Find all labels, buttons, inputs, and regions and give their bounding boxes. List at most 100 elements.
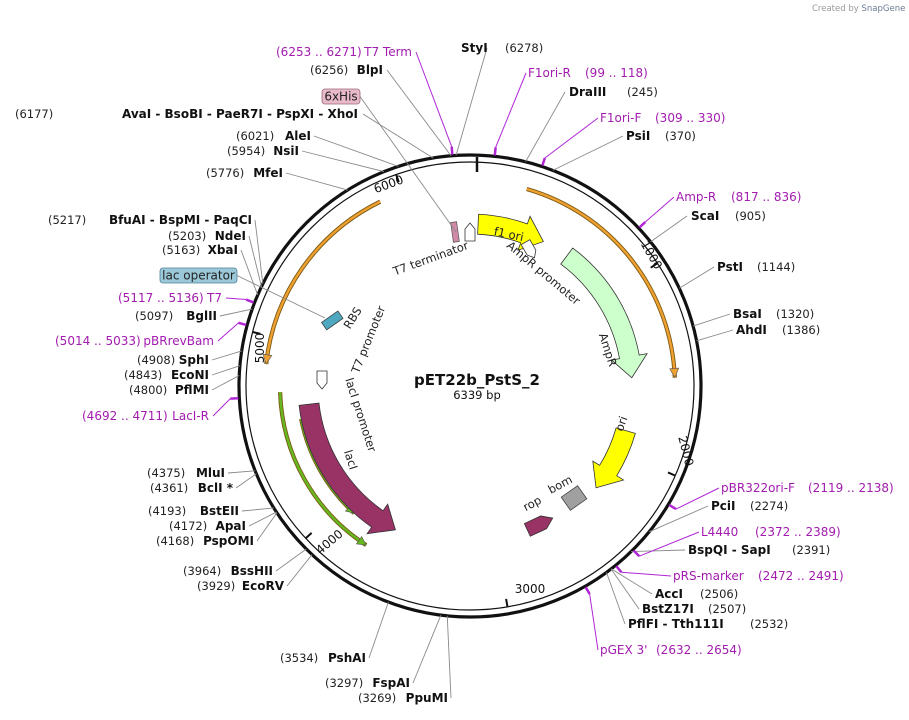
site-position: (4172) bbox=[169, 519, 207, 533]
site-leader bbox=[606, 572, 626, 625]
site-fspai[interactable]: FspAI(3297) bbox=[325, 676, 410, 690]
tag-leader bbox=[359, 96, 457, 233]
site-scai[interactable]: ScaI(905) bbox=[691, 209, 766, 223]
primer-mark bbox=[245, 298, 255, 304]
site-position: (2391) bbox=[792, 543, 830, 557]
primer-pbrrevbam[interactable]: pBRrevBam(5014 .. 5033) bbox=[55, 334, 214, 348]
site-position: (905) bbox=[735, 209, 766, 223]
primer-name: F1ori-F bbox=[600, 111, 641, 125]
site-position: (5163) bbox=[162, 243, 200, 257]
site-mlui[interactable]: MluI(4375) bbox=[147, 466, 225, 480]
primer-leader bbox=[217, 322, 239, 342]
tag-label: 6xHis bbox=[324, 90, 357, 104]
site-sphi[interactable]: SphI(4908) bbox=[137, 353, 209, 367]
site-styi[interactable]: StyI(6278) bbox=[461, 41, 543, 55]
primer-range: (4692 .. 4711) bbox=[82, 409, 168, 423]
site-leader bbox=[610, 568, 640, 610]
site-pflmi[interactable]: PflMI(4800) bbox=[129, 383, 209, 397]
primer-amp-r[interactable]: Amp-R(817 .. 836) bbox=[676, 190, 801, 204]
site-position: (245) bbox=[627, 85, 658, 99]
feature-arcs bbox=[262, 186, 680, 547]
site-position: (4361) bbox=[150, 481, 188, 495]
site-name: MfeI bbox=[253, 166, 283, 180]
site-xbai[interactable]: XbaI(5163) bbox=[162, 243, 238, 257]
site-leader bbox=[368, 601, 389, 659]
site-position: (4800) bbox=[129, 383, 167, 397]
bp-tick-2000 bbox=[505, 598, 509, 608]
primer-name: pBR322ori-F bbox=[721, 481, 795, 495]
primer-leader bbox=[589, 593, 599, 651]
site-ppumi[interactable]: PpuMI(3269) bbox=[358, 691, 448, 705]
site-leader bbox=[256, 512, 278, 542]
site-ahdi[interactable]: AhdI (1386) bbox=[736, 323, 820, 337]
site-name: AccI bbox=[655, 587, 683, 601]
site-avai-bsobi-paer7i-pspxi-xhoi[interactable]: AvaI - BsoBI - PaeR7I - PspXI - XhoI(617… bbox=[15, 107, 358, 121]
site-pflfi-tth111i[interactable]: PflFI - Tth111I(2532) bbox=[628, 617, 788, 631]
primer-t7[interactable]: T7(5117 .. 5136) bbox=[118, 291, 222, 305]
primer-mark bbox=[615, 565, 623, 574]
site-ndei[interactable]: NdeI(5203) bbox=[168, 229, 246, 243]
primer-f1ori-f[interactable]: F1ori-F(309 .. 330) bbox=[600, 111, 725, 125]
site-position: (2506) bbox=[700, 587, 738, 601]
site-leader bbox=[211, 350, 242, 361]
site-name: BglII bbox=[186, 309, 217, 323]
backbone-outer-ring bbox=[237, 153, 703, 619]
site-pcii[interactable]: PciI(2274) bbox=[711, 499, 788, 513]
bp-tick-5000 bbox=[395, 174, 400, 183]
site-nsii[interactable]: NsiI(5954) bbox=[227, 144, 299, 158]
tag-leader bbox=[236, 275, 326, 319]
site-position: (2274) bbox=[750, 499, 788, 513]
site-draiii[interactable]: DraIII (245) bbox=[569, 85, 658, 99]
site-name: ApaI bbox=[216, 519, 246, 533]
site-psii[interactable]: PsiI(370) bbox=[626, 129, 696, 143]
site-position: (2532) bbox=[750, 617, 788, 631]
f1-ori-label: f1 ori bbox=[493, 224, 525, 244]
primer-l4440[interactable]: L4440(2372 .. 2389) bbox=[701, 525, 841, 539]
site-bsai[interactable]: BsaI(1320) bbox=[733, 307, 814, 321]
site-acci[interactable]: AccI (2506) bbox=[655, 587, 738, 601]
primer-leader bbox=[495, 72, 527, 148]
site-bcli[interactable]: BclI *(4361) bbox=[150, 481, 234, 495]
snapgene-logo-text: SnapGene bbox=[861, 4, 905, 14]
primer-range: (817 .. 836) bbox=[731, 190, 801, 204]
primer-mark bbox=[668, 503, 677, 511]
site-ecorv[interactable]: EcoRV(3929) bbox=[197, 579, 285, 593]
primer-pbr322ori-f[interactable]: pBR322ori-F(2119 .. 2138) bbox=[721, 481, 894, 495]
primer-name: T7 Term bbox=[363, 45, 412, 59]
tag-lac-operator[interactable]: lac operator bbox=[159, 267, 238, 284]
tag-6xhis[interactable]: 6xHis bbox=[321, 88, 361, 105]
site-name: AhdI bbox=[736, 323, 767, 337]
site-pshai[interactable]: PshAI(3534) bbox=[280, 651, 366, 665]
site-position: (1386) bbox=[782, 323, 820, 337]
site-name: DraIII bbox=[569, 85, 606, 99]
primer-mark bbox=[450, 146, 454, 155]
rop-label: rop bbox=[521, 493, 544, 514]
site-bglii[interactable]: BglII(5097) bbox=[135, 309, 217, 323]
site-blpi[interactable]: BlpI(6256) bbox=[310, 63, 383, 77]
site-bsteii[interactable]: BstEII(4193) bbox=[148, 504, 239, 518]
primer-prs-marker[interactable]: pRS-marker(2472 .. 2491) bbox=[673, 569, 844, 583]
primer-f1ori-r[interactable]: F1ori-R(99 .. 118) bbox=[528, 66, 648, 80]
primer-laci-r[interactable]: LacI-R(4692 .. 4711) bbox=[82, 409, 209, 423]
site-econi[interactable]: EcoNI(4843) bbox=[124, 368, 209, 382]
site-bsshii[interactable]: BssHII(3964) bbox=[183, 564, 273, 578]
laci-promoter-feature bbox=[316, 370, 328, 390]
primer-pgex-3[interactable]: pGEX 3'(2632 .. 2654) bbox=[600, 643, 742, 657]
primer-t7-term[interactable]: T7 Term(6253 .. 6271) bbox=[276, 45, 412, 59]
site-apai[interactable]: ApaI (4172) bbox=[169, 519, 246, 533]
site-position: (5203) bbox=[168, 229, 206, 243]
site-bfuai-bspmi-paqci[interactable]: BfuAI - BspMI - PaqCI(5217) bbox=[48, 213, 252, 227]
primer-range: (99 .. 118) bbox=[585, 66, 648, 80]
primer-mark bbox=[638, 221, 647, 229]
site-leader bbox=[313, 135, 399, 167]
site-name: AleI bbox=[285, 129, 311, 143]
site-pspomi[interactable]: PspOMI(4168) bbox=[156, 534, 254, 548]
bp-tick-4000 bbox=[252, 331, 261, 335]
site-leader bbox=[275, 548, 307, 572]
site-alei[interactable]: AleI(6021) bbox=[236, 129, 311, 143]
site-bspqi-sapi[interactable]: BspQI - SapI(2391) bbox=[688, 543, 830, 557]
site-bstz17i[interactable]: BstZ17I(2507) bbox=[642, 602, 746, 616]
site-position: (6256) bbox=[310, 63, 348, 77]
site-psti[interactable]: PstI(1144) bbox=[717, 260, 795, 274]
site-mfei[interactable]: MfeI(5776) bbox=[206, 166, 283, 180]
